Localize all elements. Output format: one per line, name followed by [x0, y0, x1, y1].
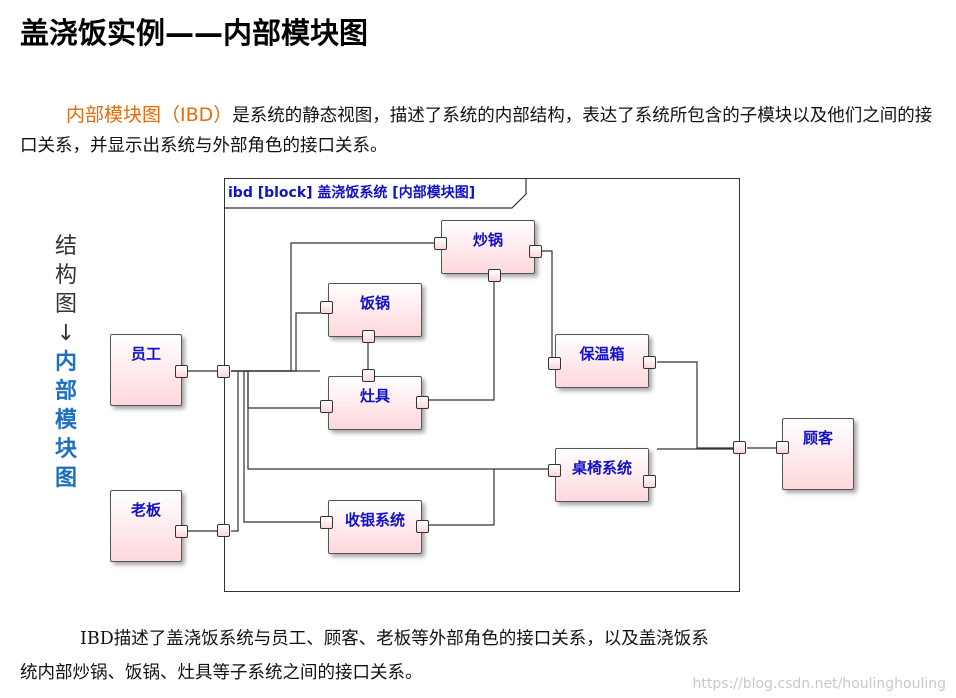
side-label: 结 构 图 ↓ 内 部 模 块 图 [48, 232, 84, 493]
watermark: https://blog.csdn.net/houlinghouling [692, 676, 946, 692]
block-label: 老板 [130, 501, 161, 519]
port[interactable] [320, 400, 333, 413]
side-char: 结 [54, 234, 77, 259]
side-char: 块 [54, 437, 77, 462]
port[interactable] [175, 365, 188, 378]
block-employee[interactable]: 员工 [110, 334, 182, 406]
port[interactable] [175, 525, 188, 538]
block-label: 桌椅系统 [571, 459, 632, 477]
block-label: 饭锅 [359, 294, 390, 312]
port[interactable] [416, 396, 429, 409]
block-boss[interactable]: 老板 [110, 490, 182, 562]
port[interactable] [362, 369, 375, 382]
frame-label: ibd [block] 盖浇饭系统 [内部模块图] [228, 185, 476, 201]
port[interactable] [776, 441, 789, 454]
block-wok[interactable]: 炒锅 [441, 220, 535, 274]
page-title: 盖浇饭实例——内部模块图 [20, 16, 369, 50]
port[interactable] [548, 464, 561, 477]
port[interactable] [488, 269, 501, 282]
port[interactable] [548, 357, 561, 370]
block-warmer[interactable]: 保温箱 [555, 334, 649, 388]
block-label: 灶具 [359, 387, 390, 405]
port[interactable] [643, 356, 656, 369]
outro-paragraph: IBD描述了盖浇饭系统与员工、顾客、老板等外部角色的接口关系，以及盖浇饭系 统内… [20, 622, 940, 690]
block-rice-pot[interactable]: 饭锅 [328, 283, 422, 337]
block-label: 保温箱 [579, 345, 625, 363]
port[interactable] [434, 237, 447, 250]
side-arrow: ↓ [56, 321, 76, 346]
port[interactable] [416, 520, 429, 533]
intro-text: 是系统的静态视图，描述了系统的内部结构，表达了系统所包含的子模块以及他们之间的接… [20, 106, 933, 156]
intro-lead-term: 内部模块图（IBD） [66, 104, 233, 126]
system-boundary-frame [224, 178, 740, 592]
side-char: 构 [54, 263, 77, 288]
port[interactable] [320, 301, 333, 314]
port[interactable] [320, 516, 333, 529]
port[interactable] [529, 245, 542, 258]
outro-line: IBD描述了盖浇饭系统与员工、顾客、老板等外部角色的接口关系，以及盖浇饭系 [80, 629, 709, 649]
side-char: 部 [54, 379, 77, 404]
port[interactable] [217, 524, 230, 537]
block-label: 顾客 [802, 429, 833, 447]
block-label: 炒锅 [472, 231, 503, 249]
port[interactable] [362, 330, 375, 343]
block-stove[interactable]: 灶具 [328, 376, 422, 430]
block-label: 员工 [130, 345, 161, 363]
block-customer[interactable]: 顾客 [782, 418, 854, 490]
block-cashier-system[interactable]: 收银系统 [328, 500, 422, 554]
side-char: 图 [54, 466, 77, 491]
side-char: 图 [54, 292, 77, 317]
port[interactable] [643, 475, 656, 488]
port[interactable] [217, 365, 230, 378]
intro-paragraph: 内部模块图（IBD）是系统的静态视图，描述了系统的内部结构，表达了系统所包含的子… [20, 100, 940, 161]
side-char: 模 [54, 408, 77, 433]
side-char: 内 [54, 350, 77, 375]
block-table-system[interactable]: 桌椅系统 [555, 448, 649, 502]
outro-line: 统内部炒锅、饭锅、灶具等子系统之间的接口关系。 [20, 663, 423, 683]
block-label: 收银系统 [344, 511, 405, 529]
port[interactable] [733, 441, 746, 454]
